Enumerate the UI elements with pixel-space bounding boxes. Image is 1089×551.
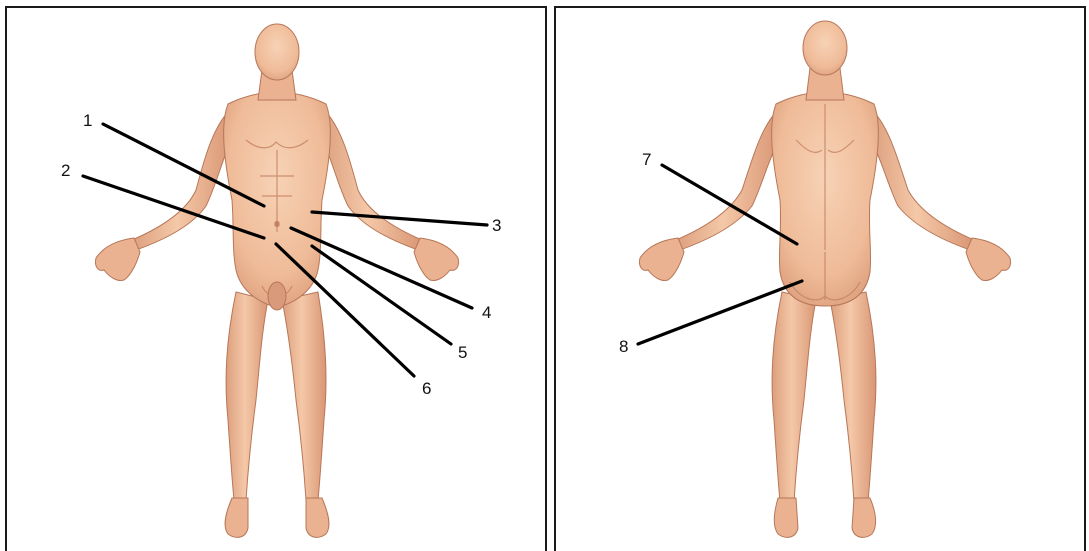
label-4: 4	[482, 303, 491, 322]
front-left-leg	[226, 292, 268, 500]
front-genitals	[268, 282, 286, 310]
front-left-hand	[95, 238, 140, 281]
label-6: 6	[422, 379, 431, 398]
back-right-hand	[966, 238, 1011, 281]
label-1: 1	[83, 111, 92, 130]
label-2: 2	[61, 161, 70, 180]
back-right-leg	[830, 292, 876, 502]
back-right-foot	[852, 498, 876, 537]
label-5: 5	[458, 343, 467, 362]
label-3: 3	[492, 216, 501, 235]
label-7: 7	[642, 150, 651, 169]
front-right-leg	[282, 292, 326, 500]
front-right-arm	[322, 112, 422, 250]
front-left-foot	[225, 498, 248, 537]
back-left-foot	[774, 498, 798, 537]
front-head	[255, 24, 299, 80]
back-right-arm	[870, 112, 974, 250]
front-right-foot	[306, 498, 329, 537]
back-head	[803, 21, 847, 75]
label-8: 8	[619, 337, 628, 356]
front-body-figure	[95, 24, 458, 537]
back-left-hand	[639, 238, 684, 281]
front-right-hand	[414, 238, 459, 281]
leader-line-3	[312, 212, 487, 225]
back-left-leg	[772, 292, 816, 502]
